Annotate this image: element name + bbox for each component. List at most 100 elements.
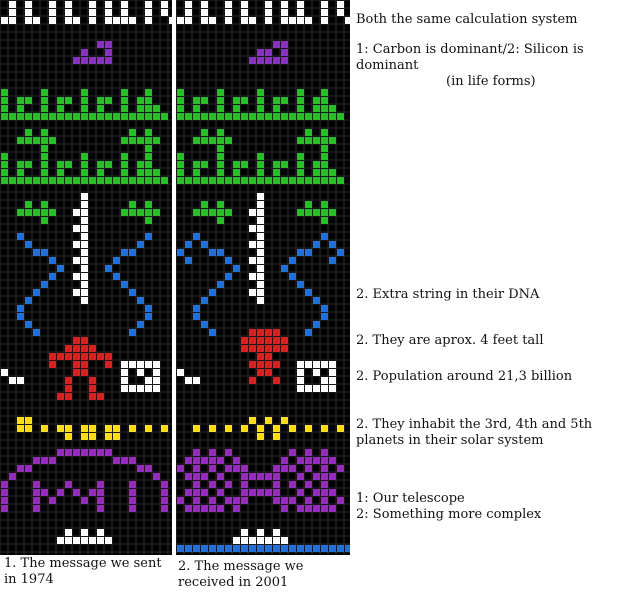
nucleotide-pixels	[33, 209, 40, 216]
height-pixels	[137, 369, 144, 376]
nucleotide-pixels	[329, 105, 336, 112]
telescope-base-pixels	[249, 537, 256, 544]
human-pixels	[73, 361, 80, 368]
helix-pixels	[113, 273, 120, 280]
solar-system-pixels	[89, 425, 96, 432]
telescope-pixels	[217, 489, 224, 496]
telescope-pixels	[65, 481, 72, 488]
nucleotide-pixels	[297, 209, 304, 216]
annotation-elements-line2: (in life forms)	[446, 74, 536, 89]
dna-backbone-pixels	[257, 201, 264, 208]
nucleotide-pixels	[241, 161, 248, 168]
nucleotide-pixels	[201, 129, 208, 136]
height-pixels	[297, 385, 304, 392]
nucleotide-pixels	[281, 97, 288, 104]
nucleotide-pixels	[321, 177, 328, 184]
telescope-pixels	[313, 473, 320, 480]
nucleotide-pixels	[241, 113, 248, 120]
helix-pixels	[145, 233, 152, 240]
solar-system-pixels	[193, 425, 200, 432]
numbers-pixels	[73, 17, 80, 24]
nucleotide-pixels	[217, 105, 224, 112]
nucleotide-pixels	[313, 161, 320, 168]
nucleotide-pixels	[41, 209, 48, 216]
nucleotide-pixels	[137, 177, 144, 184]
human-pixels	[257, 361, 264, 368]
human-pixels	[81, 361, 88, 368]
solar-system-pixels	[257, 433, 264, 440]
human-pixels	[265, 345, 272, 352]
telescope-pixels	[33, 497, 40, 504]
solar-system-pixels	[89, 433, 96, 440]
telescope-pixels	[193, 497, 200, 504]
nucleotide-pixels	[201, 113, 208, 120]
helix-pixels	[113, 257, 120, 264]
telescope-pixels	[25, 465, 32, 472]
nucleotide-pixels	[257, 89, 264, 96]
nucleotide-pixels	[321, 129, 328, 136]
telescope-pixels	[321, 473, 328, 480]
numbers-pixels	[145, 1, 152, 8]
telescope-pixels	[57, 449, 64, 456]
dna-backbone-pixels	[257, 233, 264, 240]
dna-backbone-pixels	[257, 273, 264, 280]
frame-pixels	[337, 545, 344, 552]
human-pixels	[249, 377, 256, 384]
human-pixels	[281, 337, 288, 344]
nucleotide-pixels	[233, 161, 240, 168]
nucleotide-pixels	[121, 97, 128, 104]
height-pixels	[329, 369, 336, 376]
telescope-pixels	[33, 481, 40, 488]
nucleotide-pixels	[121, 209, 128, 216]
height-pixels	[129, 361, 136, 368]
telescope-pixels	[201, 505, 208, 512]
nucleotide-pixels	[121, 153, 128, 160]
dna-backbone-pixels	[81, 265, 88, 272]
nucleotide-pixels	[225, 209, 232, 216]
population-pixels	[177, 369, 184, 376]
height-pixels	[121, 361, 128, 368]
numbers-pixels	[241, 17, 248, 24]
nucleotide-pixels	[225, 113, 232, 120]
telescope-pixels	[193, 457, 200, 464]
helix-pixels	[41, 249, 48, 256]
nucleotide-pixels	[281, 113, 288, 120]
nucleotide-pixels	[17, 177, 24, 184]
telescope-pixels	[225, 465, 232, 472]
telescope-base-pixels	[241, 529, 248, 536]
dna-backbone-pixels	[81, 281, 88, 288]
frame-pixels	[201, 545, 208, 552]
nucleotide-pixels	[217, 145, 224, 152]
nucleotide-pixels	[201, 209, 208, 216]
helix-pixels	[145, 305, 152, 312]
elements-pixels	[257, 49, 264, 56]
telescope-pixels	[49, 457, 56, 464]
nucleotide-pixels	[257, 177, 264, 184]
helix-pixels	[129, 289, 136, 296]
numbers-pixels	[105, 17, 112, 24]
telescope-pixels	[1, 481, 8, 488]
nucleotide-pixels	[321, 201, 328, 208]
height-pixels	[145, 361, 152, 368]
dna-backbone-pixels	[73, 241, 80, 248]
nucleotide-pixels	[305, 137, 312, 144]
telescope-pixels	[33, 489, 40, 496]
numbers-pixels	[169, 17, 172, 24]
dna-backbone-pixels	[257, 289, 264, 296]
nucleotide-pixels	[41, 113, 48, 120]
dna-backbone-pixels	[249, 241, 256, 248]
telescope-base-pixels	[65, 529, 72, 536]
nucleotide-pixels	[33, 113, 40, 120]
elements-pixels	[105, 57, 112, 64]
telescope-pixels	[201, 489, 208, 496]
nucleotide-pixels	[57, 113, 64, 120]
telescope-pixels	[297, 505, 304, 512]
annotation-planets: 2. They inhabit the 3rd, 4th and 5th pla…	[356, 417, 593, 448]
frame-pixels	[241, 545, 248, 552]
nucleotide-pixels	[177, 105, 184, 112]
telescope-pixels	[209, 449, 216, 456]
nucleotide-pixels	[1, 177, 8, 184]
human-pixels	[257, 337, 264, 344]
human-pixels	[89, 353, 96, 360]
telescope-pixels	[129, 481, 136, 488]
